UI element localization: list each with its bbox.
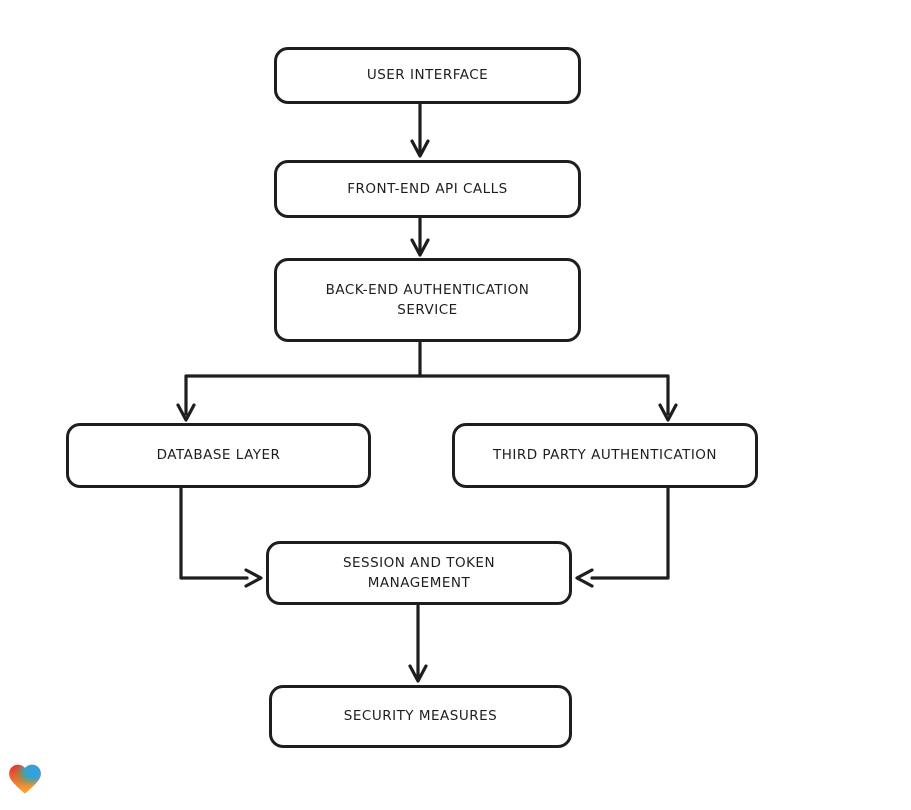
edge-ui-to-frontend[interactable] — [410, 103, 430, 158]
edge-session-to-security[interactable] — [408, 604, 428, 683]
edge-database-to-session[interactable] — [179, 487, 263, 588]
gradient-heart-logo[interactable] — [6, 760, 44, 798]
node-label: USER INTERFACE — [366, 67, 489, 84]
node-user-interface[interactable]: USER INTERFACE — [274, 47, 581, 104]
node-session-and-token-management[interactable]: SESSION AND TOKEN MANAGEMENT — [266, 541, 572, 605]
node-label: SESSION AND TOKEN MANAGEMENT — [342, 554, 496, 591]
node-label: THIRD PARTY AUTHENTICATION — [492, 447, 718, 464]
node-security-measures[interactable]: SECURITY MEASURES — [269, 685, 572, 748]
edge-thirdparty-to-session[interactable] — [575, 487, 670, 588]
node-label: SECURITY MEASURES — [343, 708, 498, 725]
node-third-party-authentication[interactable]: THIRD PARTY AUTHENTICATION — [452, 423, 758, 488]
node-label: DATABASE LAYER — [156, 447, 281, 464]
node-database-layer[interactable]: DATABASE LAYER — [66, 423, 371, 488]
node-label: FRONT-END API CALLS — [347, 180, 508, 197]
edge-frontend-to-backend[interactable] — [410, 217, 430, 257]
node-front-end-api-calls[interactable]: FRONT-END API CALLS — [274, 160, 581, 218]
node-back-end-authentication-service[interactable]: BACK-END AUTHENTICATION SERVICE — [274, 258, 581, 342]
edge-backend-branch[interactable] — [176, 341, 678, 422]
node-label: BACK-END AUTHENTICATION SERVICE — [325, 281, 530, 318]
